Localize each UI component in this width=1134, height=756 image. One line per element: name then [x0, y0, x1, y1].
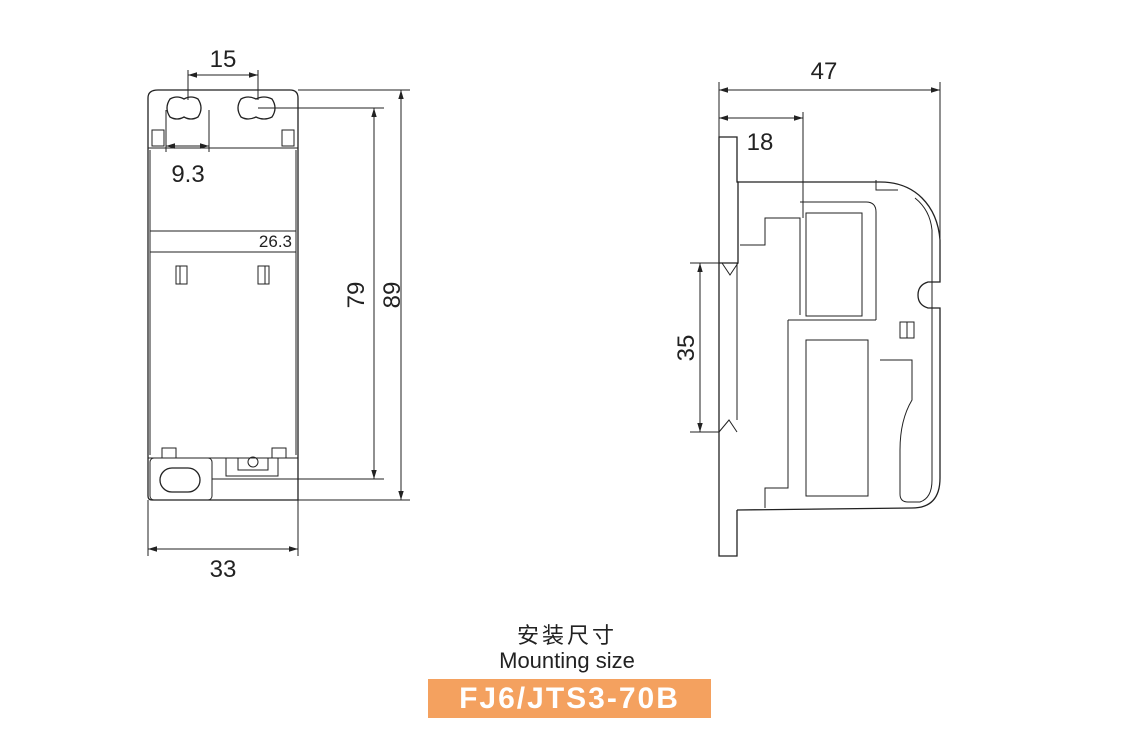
dim-total-height: 89: [379, 282, 406, 309]
caption-title-cn: 安装尺寸: [516, 624, 617, 649]
dim-inner-width: 26.3: [259, 232, 292, 251]
top-mounting-hole-left: [166, 96, 202, 120]
dim-rail-height: 35: [673, 335, 700, 362]
bottom-mounting-hole: [159, 467, 201, 493]
dim-hole-spacing: 15: [210, 46, 237, 73]
top-mounting-hole-right: [237, 96, 276, 120]
dim-hole-offset: 9.3: [171, 161, 204, 188]
dim-inner-height: 79: [343, 282, 370, 309]
model-badge: FJ6/JTS3-70B: [428, 679, 711, 718]
side-view-rail-plate: [718, 136, 739, 264]
caption-title-en: Mounting size: [499, 648, 635, 673]
dim-total-depth: 47: [811, 58, 838, 85]
front-view: 15 9.3 26.3 79 89 33: [147, 46, 410, 583]
side-view-body: [736, 181, 941, 511]
dim-base-depth: 18: [747, 129, 774, 156]
front-view-outline: [147, 89, 299, 501]
dim-total-width: 33: [210, 556, 237, 583]
side-view: 47 18 35: [673, 58, 941, 557]
